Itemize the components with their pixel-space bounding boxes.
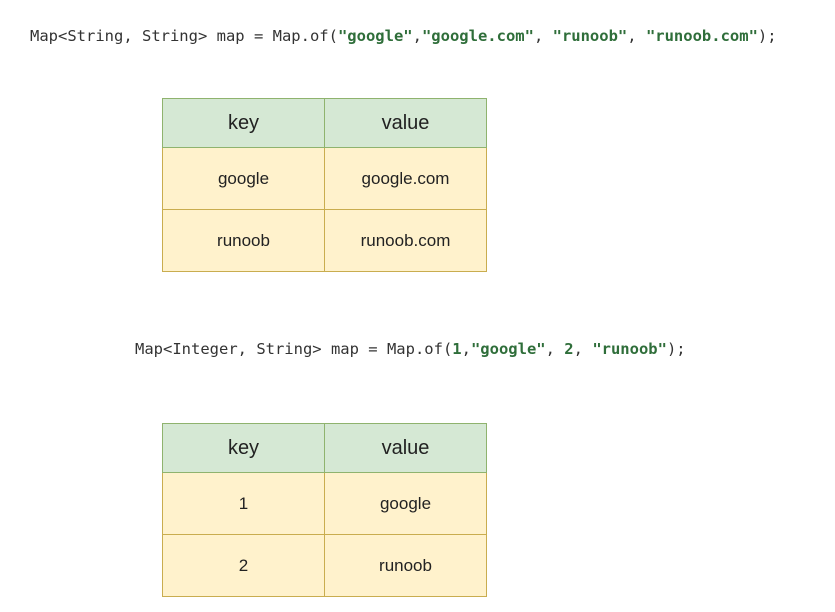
code-token: , — [412, 27, 422, 45]
value-cell: runoob — [324, 534, 487, 597]
string-literal: "google" — [337, 27, 413, 45]
code-token: , — [545, 340, 565, 358]
key-header: key — [162, 423, 325, 473]
value-cell: google — [324, 472, 487, 535]
code-token: Map<Integer, String> map = Map.of( — [135, 340, 453, 358]
value-header: value — [324, 423, 487, 473]
table-row: 1 google — [162, 472, 487, 535]
key-cell: google — [162, 147, 325, 210]
value-header: value — [324, 98, 487, 148]
string-literal: "google.com" — [421, 27, 534, 45]
number-literal: 1 — [452, 340, 462, 358]
key-header: key — [162, 98, 325, 148]
key-cell: 2 — [162, 534, 325, 597]
string-literal: "google" — [470, 340, 546, 358]
code-token: , — [573, 340, 593, 358]
string-literal: "runoob" — [592, 340, 667, 358]
table-row: runoob runoob.com — [162, 209, 487, 272]
map-table-integer-string: key value 1 google 2 runoob — [162, 423, 487, 597]
code-token: , — [627, 27, 646, 45]
code-token: ); — [666, 340, 686, 358]
key-cell: 1 — [162, 472, 325, 535]
code-token: , — [533, 27, 553, 45]
number-literal: 2 — [564, 340, 574, 358]
code-line-string-map: Map<String, String> map = Map.of("google… — [30, 26, 777, 46]
code-token: Map<String, String> map = Map.of( — [30, 27, 338, 45]
table-row: 2 runoob — [162, 534, 487, 597]
table-header-row: key value — [162, 98, 487, 148]
value-cell: runoob.com — [324, 209, 487, 272]
string-literal: "runoob.com" — [645, 27, 758, 45]
value-cell: google.com — [324, 147, 487, 210]
code-token: ); — [757, 27, 777, 45]
string-literal: "runoob" — [552, 27, 628, 45]
code-line-integer-map: Map<Integer, String> map = Map.of(1,"goo… — [135, 339, 686, 359]
map-table-string-string: key value google google.com runoob runoo… — [162, 98, 487, 272]
key-cell: runoob — [162, 209, 325, 272]
table-header-row: key value — [162, 423, 487, 473]
table-row: google google.com — [162, 147, 487, 210]
code-token: , — [461, 340, 471, 358]
